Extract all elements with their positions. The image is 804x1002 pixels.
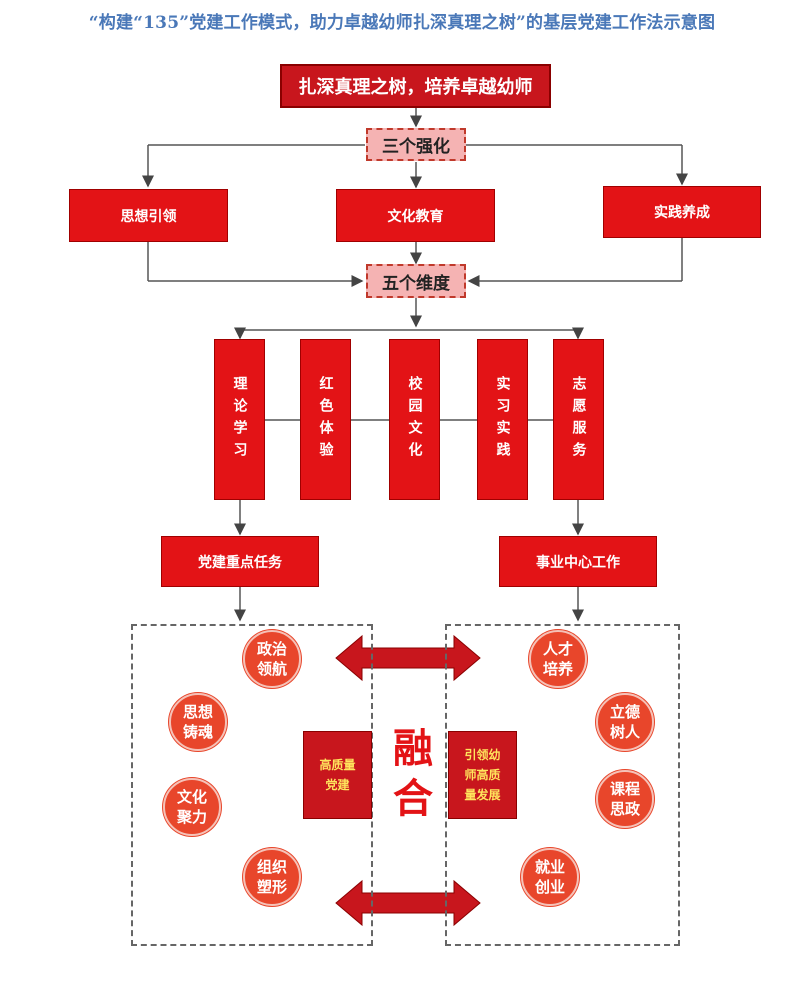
diagram-title: “构建“135”党建工作模式，助力卓越幼师扎深真理之树”的基层党建工作法示意图	[88, 13, 716, 33]
five-dimensions-box: 五个维度	[366, 264, 466, 298]
dimension-campus-culture: 校园文化	[389, 339, 440, 500]
circle-culture-cohesion: 文化 聚力	[163, 778, 221, 836]
three-strengthen-box: 三个强化	[366, 128, 466, 161]
circle-political-leadership: 政治 领航	[243, 630, 301, 688]
task-core-work: 事业中心工作	[499, 536, 657, 587]
circle-moral-education: 立德 树人	[596, 693, 654, 751]
circle-talent-cultivation: 人才 培养	[529, 630, 587, 688]
circle-course-ideology: 课程 思政	[596, 770, 654, 828]
dimension-internship-practice: 实习实践	[477, 339, 528, 500]
dimension-volunteer-service: 志愿服务	[553, 339, 604, 500]
double-arrow-shapes	[335, 634, 481, 927]
strengthen-item-practice: 实践养成	[603, 186, 761, 238]
strengthen-item-thought: 思想引领	[69, 189, 228, 242]
right-dashed-region	[445, 624, 680, 946]
dimension-theory-study: 理论学习	[214, 339, 265, 500]
circle-organization-shape: 组织 塑形	[243, 848, 301, 906]
high-quality-party-box: 高质量 党建	[303, 731, 372, 819]
left-dashed-region	[131, 624, 373, 946]
strengthen-item-culture: 文化教育	[336, 189, 495, 242]
top-goal-box: 扎深真理之树，培养卓越幼师	[280, 64, 551, 108]
dimension-red-experience: 红色体验	[300, 339, 351, 500]
circle-thought-soul: 思想 铸魂	[169, 693, 227, 751]
circle-employment-startup: 就业 创业	[521, 848, 579, 906]
task-party-key: 党建重点任务	[161, 536, 319, 587]
lead-teacher-development-box: 引领幼 师高质 量发展	[448, 731, 517, 819]
fusion-label: 融合	[386, 727, 432, 827]
